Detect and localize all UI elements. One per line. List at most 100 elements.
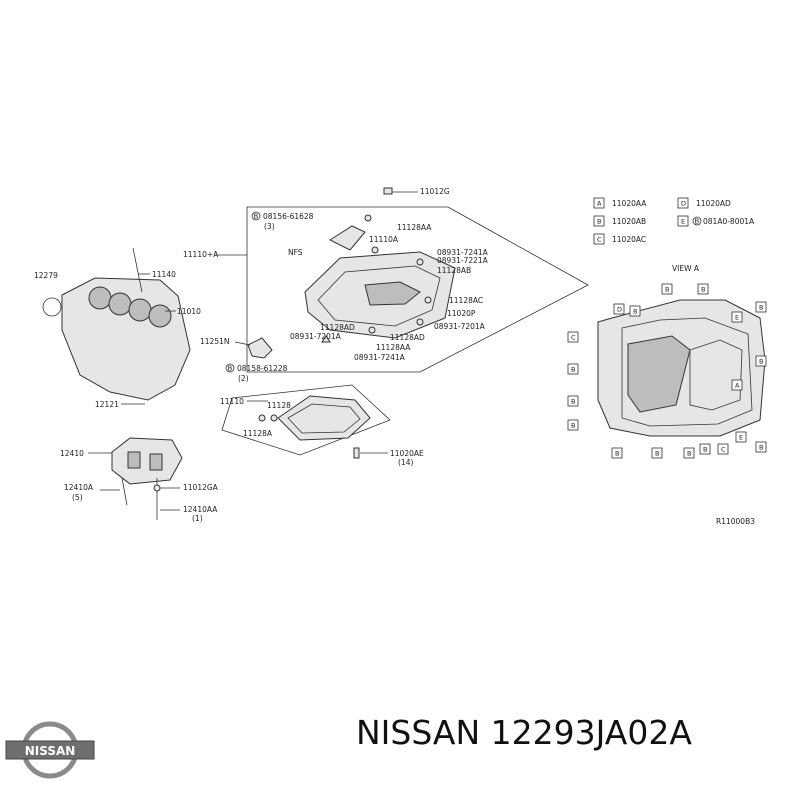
view-key-9: B (571, 398, 575, 406)
bore-1 (88, 286, 112, 310)
baffle-nfs (328, 225, 366, 251)
label-11128A: 11128A (243, 429, 273, 438)
legend-key-b: B (597, 218, 601, 226)
legend-key-c: C (597, 236, 602, 244)
circle-b-08156 (251, 211, 261, 221)
cylinder-block: 12279 11140 11010 12121 (34, 247, 201, 409)
pump-group: 12410 12410A (5) 11012GA 12410AA (1) (60, 437, 219, 523)
plug-08931-7201A (416, 318, 424, 326)
arrow-view-a (321, 335, 331, 343)
label-11110: 11110 (220, 397, 244, 406)
label-12410A: 12410A (64, 483, 94, 492)
part-number-title: NISSAN 12293JA02A (356, 713, 692, 752)
bolt-11020AE (353, 447, 360, 459)
label-12121: 12121 (95, 400, 119, 409)
view-key-13: B (615, 450, 619, 458)
plug-08931-a (416, 258, 424, 266)
upper-oil-pan-well (364, 281, 421, 306)
leader-11251N (234, 341, 251, 346)
legend-key-e: E (681, 218, 685, 226)
label-12410A-qty: (5) (72, 493, 83, 502)
view-key-8: B (759, 304, 763, 312)
view-key-11: A (735, 382, 740, 390)
cap-11012G (383, 187, 393, 195)
view-key-15: B (687, 450, 691, 458)
logo-wordmark: NISSAN (25, 744, 76, 758)
label-nfs: NFS (288, 248, 303, 257)
label-12279: 12279 (34, 271, 58, 280)
label-12410: 12410 (60, 449, 84, 458)
label-11128: 11128 (267, 401, 291, 410)
label-12410AA-qty: (1) (192, 514, 203, 523)
legend-key-e-box (677, 215, 689, 227)
pump-12410 (111, 437, 183, 485)
cap-11012GA (153, 484, 161, 492)
bolt-12410A (121, 477, 128, 506)
legend-part-a: 11020AA (612, 199, 647, 208)
view-a-sump (627, 335, 691, 413)
label-11128AA: 11128AA (397, 223, 432, 232)
pump-gear-1 (127, 451, 141, 469)
plug-11128AC (424, 296, 432, 304)
legend-key-c-box (593, 233, 605, 245)
bore-3 (128, 298, 152, 322)
legend: A 11020AA B 11020AB C 11020AC D 11020AD … (593, 197, 755, 245)
ref-code: R11000B3 (716, 517, 755, 526)
label-12410AA: 12410AA (183, 505, 218, 514)
label-11020P: 11020P (447, 309, 476, 318)
label-08931-7241A-a: 08931-7241A (437, 248, 489, 257)
label-11128AB: 11128AB (437, 266, 471, 275)
view-key-6: B (571, 366, 575, 374)
label-11010: 11010 (177, 307, 201, 316)
view-a-markers: D B B B C B E B B B A B B B B B C E B (567, 283, 767, 459)
label-08156-qty: (3) (264, 222, 275, 231)
label-08158-qty: (2) (238, 374, 249, 383)
plug-11128AA (368, 326, 376, 334)
nissan-logo: NISSAN (5, 721, 95, 779)
label-b-marker-2: B (228, 365, 233, 373)
label-b-marker: B (254, 213, 259, 221)
label-11110A: 11110A (369, 235, 399, 244)
lower-pan-group: 11251N B 08158-61228 (2) 11110 11128 111… (200, 337, 424, 467)
legend-part-d: 11020AD (696, 199, 731, 208)
label-11110plusA: 11110+A (183, 250, 219, 259)
bore-4 (148, 304, 172, 328)
legend-key-b-box (593, 215, 605, 227)
pump-gear-2 (149, 453, 163, 471)
upper-oil-pan-rim (317, 265, 441, 327)
label-11012G: 11012G (420, 187, 450, 196)
view-key-1: D (617, 306, 622, 314)
label-08156: 08156-61628 (263, 212, 314, 221)
view-key-19: B (759, 444, 763, 452)
view-key-17: C (721, 446, 726, 454)
legend-part-c: 11020AC (612, 235, 646, 244)
legend-circle-b (692, 216, 702, 226)
seal-12279 (42, 297, 62, 317)
legend-key-a-box (593, 197, 605, 209)
plug-11128 (258, 414, 266, 422)
label-11128AD: 11128AD (320, 323, 355, 332)
label-11128AC: 11128AC (449, 296, 483, 305)
view-key-7: E (735, 314, 739, 322)
label-11020AE: 11020AE (390, 449, 424, 458)
view-key-5: C (571, 334, 576, 342)
label-08931-7221A: 08931-7221A (437, 256, 489, 265)
bracket-11251N (247, 337, 273, 359)
view-key-18: E (739, 434, 743, 442)
legend-key-d: D (681, 200, 686, 208)
label-11128AA-b: 11128AA (376, 343, 411, 352)
label-08158: 08158-61228 (237, 364, 288, 373)
dipstick-tube (132, 247, 143, 293)
washer-11128 (270, 414, 278, 422)
label-11012GA: 11012GA (183, 483, 219, 492)
view-key-14: B (655, 450, 659, 458)
label-08931-7241A-b: 08931-7241A (354, 353, 406, 362)
bore-2 (108, 292, 132, 316)
view-key-10: B (571, 422, 575, 430)
bolt-11110A (371, 246, 379, 254)
circle-b-08158 (225, 363, 235, 373)
view-key-12: B (759, 358, 763, 366)
legend-key-d-box (677, 197, 689, 209)
oil-pan-group: 11012G B 08156-61628 (3) 11128AA 11110A … (183, 187, 589, 373)
